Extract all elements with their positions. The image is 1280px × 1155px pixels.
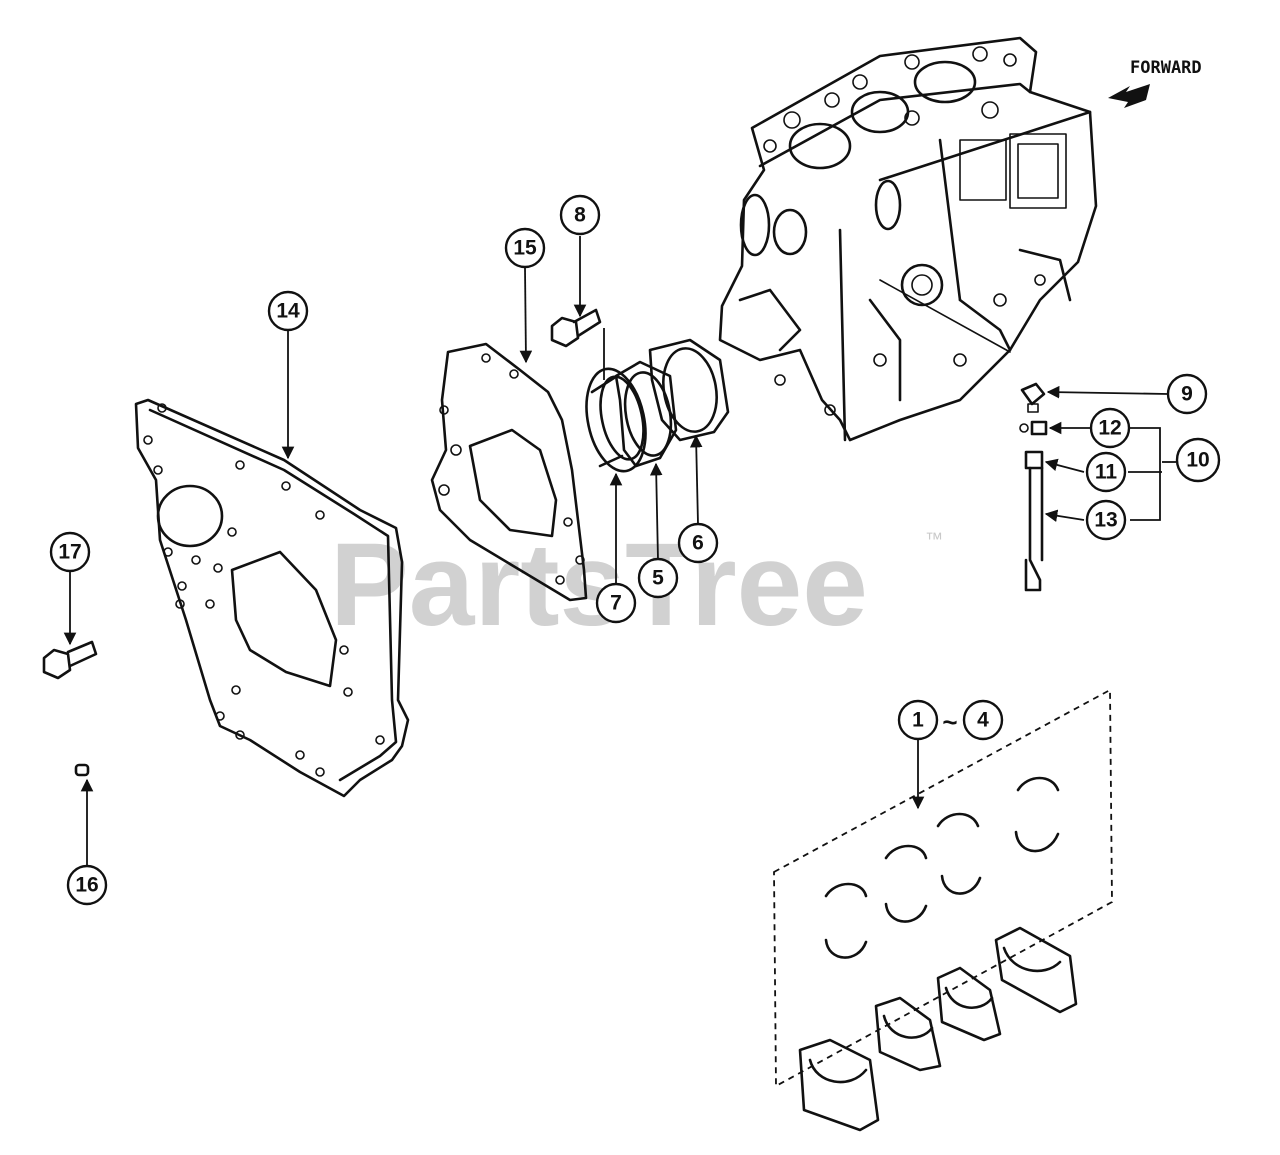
engine-block: [718, 36, 1098, 442]
callout-15: 15: [504, 227, 546, 269]
svg-text:4: 4: [977, 709, 989, 732]
callout-range-separator: ~: [942, 707, 957, 737]
svg-text:17: 17: [58, 541, 81, 564]
callout-9: 9: [1166, 373, 1208, 415]
callout-1: 1: [897, 699, 939, 741]
bearing-caps: [798, 926, 1078, 1132]
trademark: ™: [925, 529, 943, 549]
svg-text:6: 6: [692, 532, 704, 555]
callout-5: 5: [637, 557, 679, 599]
leader-lines: [63, 236, 1176, 866]
bearing-shells: [824, 776, 1060, 959]
part-16-plug: [74, 763, 90, 777]
svg-text:15: 15: [513, 237, 537, 260]
part-15-gasket: [430, 342, 588, 602]
part-11-13-dipstick: [1024, 450, 1044, 592]
part-14-rear-plate: [134, 398, 410, 798]
svg-text:1: 1: [912, 709, 924, 732]
callout-11: 11: [1085, 451, 1127, 493]
callout-8: 8: [559, 194, 601, 236]
svg-text:10: 10: [1186, 449, 1209, 472]
callout-4: 4: [962, 699, 1004, 741]
part-8-bolt: [550, 308, 602, 348]
callout-10: 10: [1175, 437, 1221, 483]
part-12-nut: [1019, 420, 1048, 436]
svg-text:12: 12: [1098, 417, 1121, 440]
callout-7: 7: [595, 582, 637, 624]
part-17-bolt: [42, 640, 98, 680]
svg-text:11: 11: [1095, 461, 1118, 484]
svg-text:8: 8: [574, 204, 586, 227]
callout-17: 17: [49, 531, 91, 573]
svg-text:7: 7: [610, 592, 622, 615]
parts-1-4-bearings-group: [773, 688, 1113, 1132]
forward-arrow-icon: [1108, 84, 1150, 108]
callout-6: 6: [677, 522, 719, 564]
callout-14: 14: [267, 290, 309, 332]
svg-text:14: 14: [276, 300, 300, 323]
svg-text:9: 9: [1181, 383, 1193, 406]
watermark: PartsTree: [330, 519, 868, 651]
callout-16: 16: [66, 864, 108, 906]
forward-label: FORWARD: [1130, 58, 1202, 78]
part-9-fitting: [1020, 382, 1046, 413]
svg-text:5: 5: [652, 567, 664, 590]
svg-text:16: 16: [75, 874, 98, 897]
part-6-gasket: [648, 338, 730, 442]
svg-text:13: 13: [1094, 509, 1117, 532]
callout-12: 12: [1089, 407, 1131, 449]
callout-13: 13: [1085, 499, 1127, 541]
